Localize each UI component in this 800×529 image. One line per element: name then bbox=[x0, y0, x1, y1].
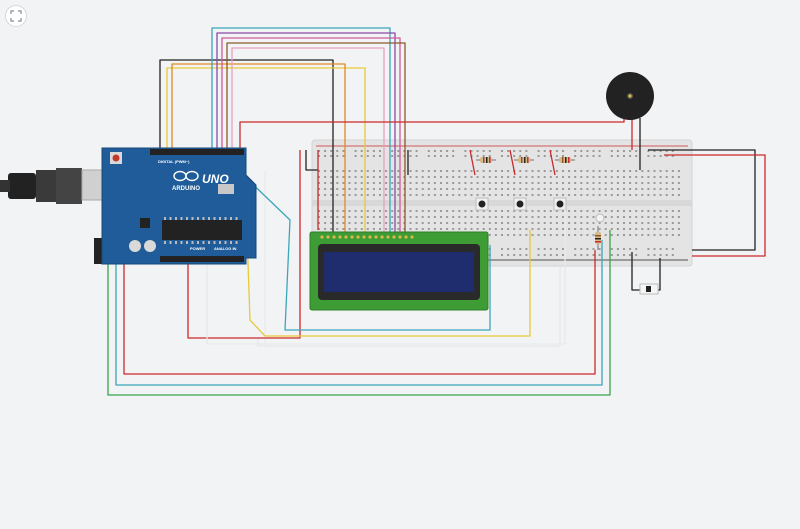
regulator bbox=[140, 218, 150, 228]
slide-switch[interactable] bbox=[639, 283, 659, 295]
push-button bbox=[513, 197, 527, 211]
analog-header-label: ANALOG IN bbox=[214, 246, 237, 251]
arduino-logo bbox=[173, 170, 199, 182]
usb-cable bbox=[8, 173, 36, 199]
push-buttons bbox=[475, 197, 567, 211]
resistor bbox=[476, 157, 496, 163]
breadboard-holes bbox=[318, 150, 680, 256]
arduino-model: UNO bbox=[202, 172, 229, 186]
lcd-screen bbox=[324, 252, 474, 292]
resistor bbox=[555, 157, 575, 163]
push-button bbox=[475, 197, 489, 211]
resistor bbox=[595, 226, 601, 250]
capacitor bbox=[129, 240, 141, 252]
arduino-brand: ARDUINO bbox=[172, 186, 200, 192]
power-header-label: POWER bbox=[190, 246, 205, 251]
lcd-module[interactable] bbox=[309, 231, 489, 311]
microcontroller-chip bbox=[162, 220, 242, 240]
piezo-buzzer[interactable] bbox=[606, 72, 654, 120]
led bbox=[595, 213, 605, 223]
capacitor bbox=[144, 240, 156, 252]
arduino-uno[interactable]: DIGITAL (PWM~) POWER ANALOG IN ARDUINO U… bbox=[0, 147, 257, 265]
chip-pins bbox=[164, 217, 238, 244]
lcd-pins bbox=[320, 235, 414, 239]
fit-view-button[interactable] bbox=[5, 5, 27, 27]
analog-power-header bbox=[160, 256, 244, 262]
fit-view-icon bbox=[10, 10, 22, 22]
crystal bbox=[218, 184, 234, 194]
push-button bbox=[553, 197, 567, 211]
digital-header bbox=[150, 149, 244, 155]
digital-header-label: DIGITAL (PWM~) bbox=[158, 159, 190, 164]
wires bbox=[107, 27, 766, 396]
resistor bbox=[514, 157, 534, 163]
resistors bbox=[476, 157, 605, 250]
